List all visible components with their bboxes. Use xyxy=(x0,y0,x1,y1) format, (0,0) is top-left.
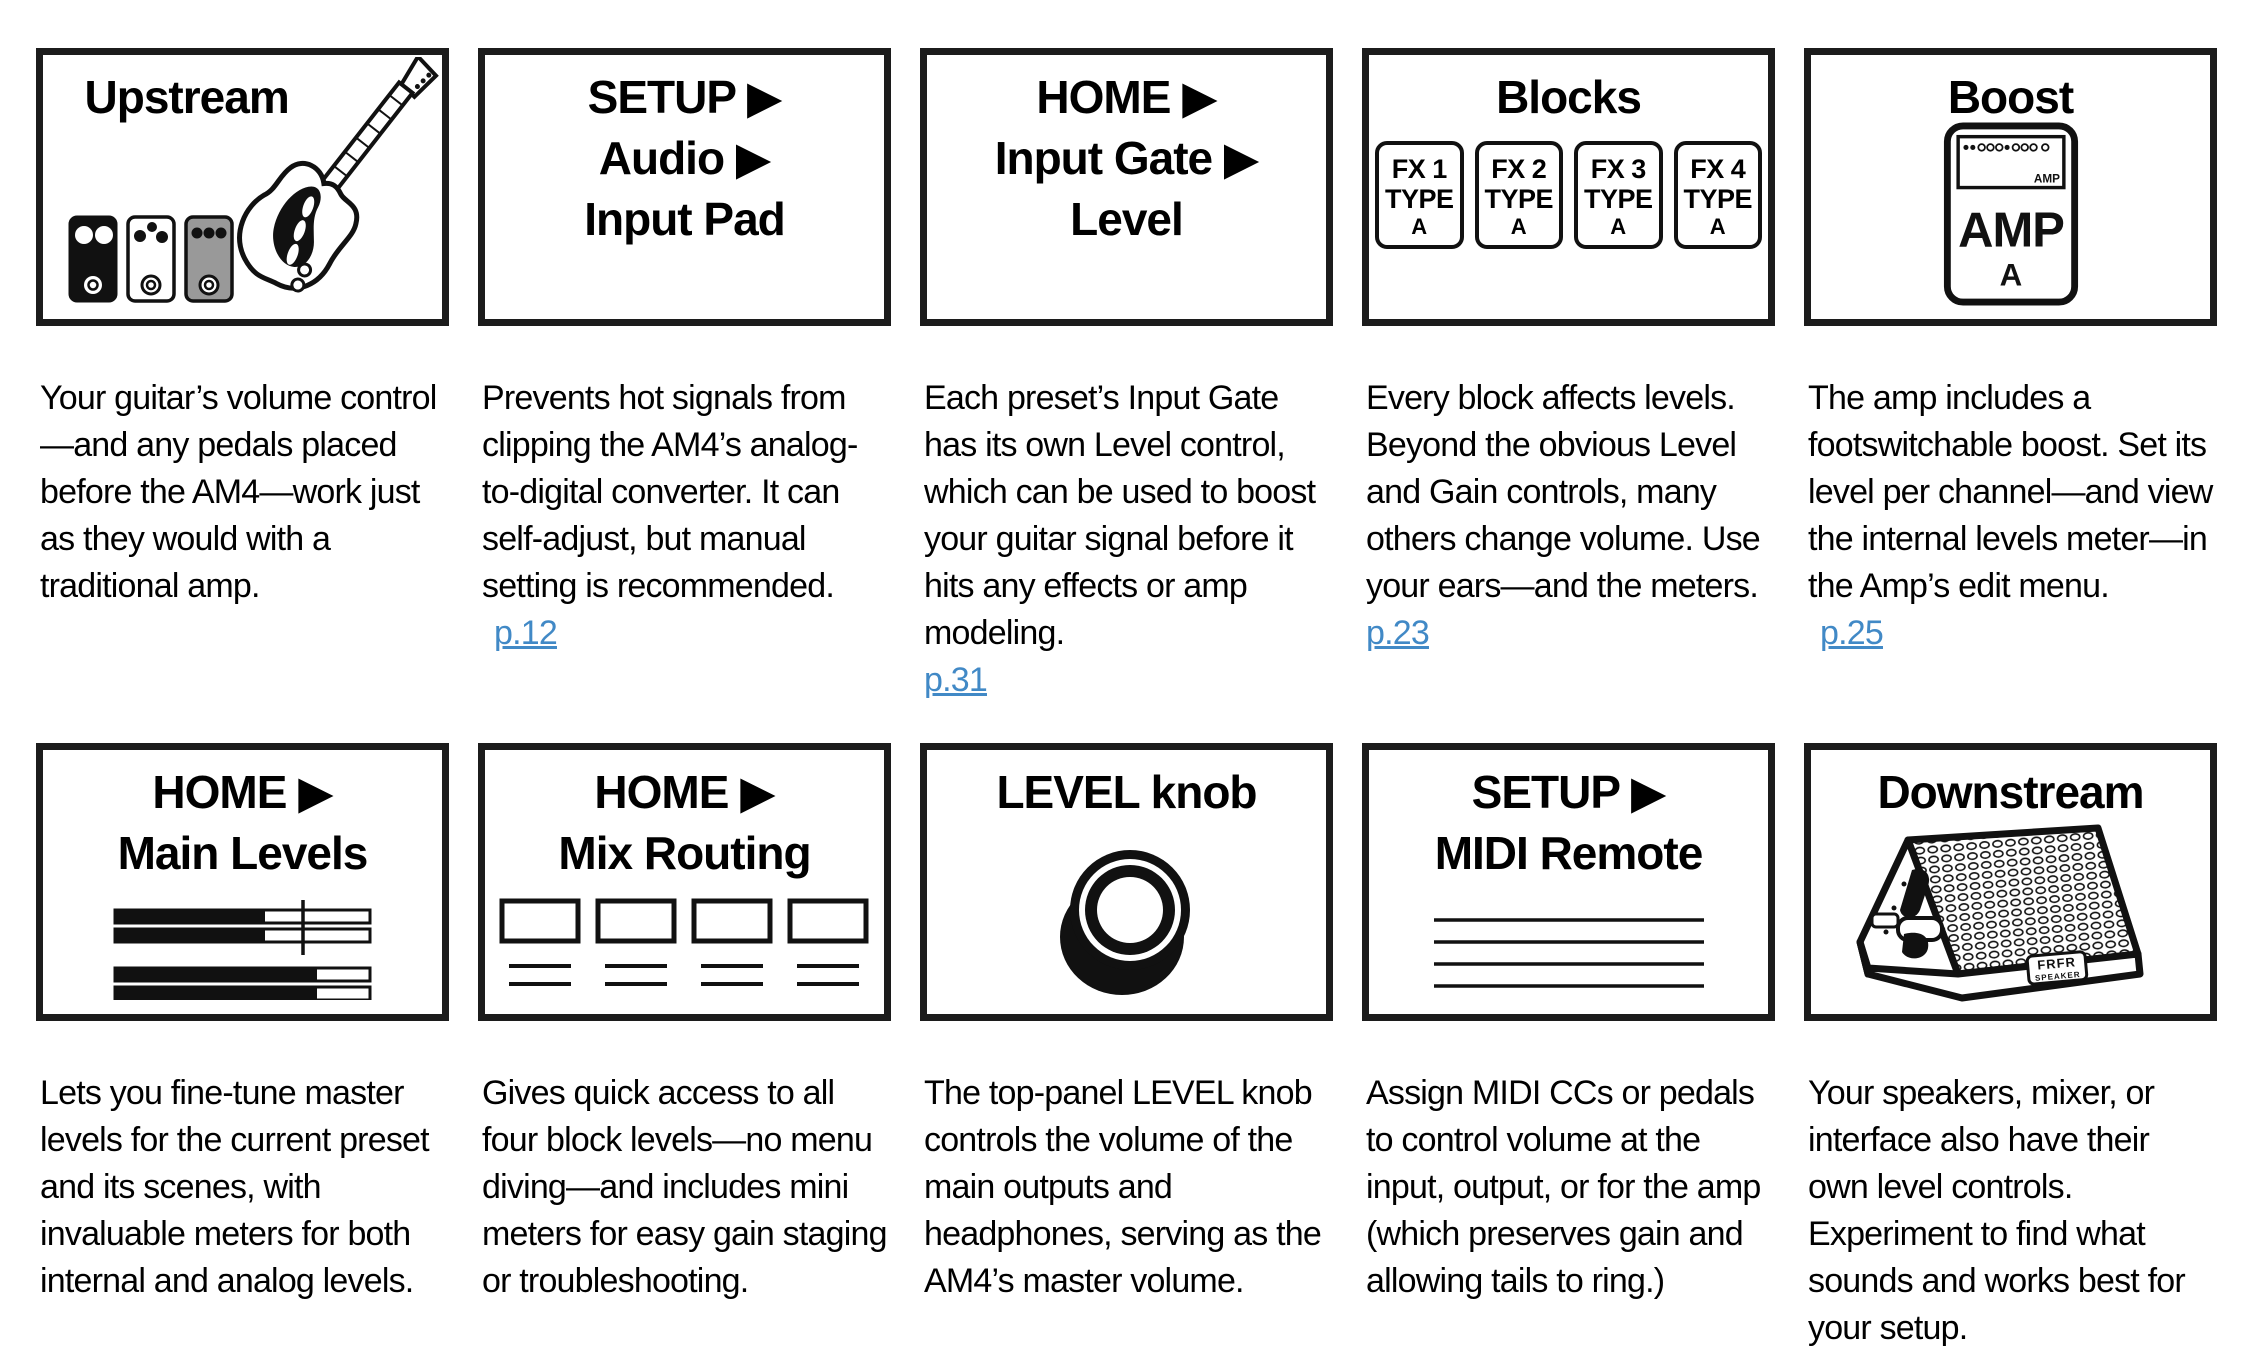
title-line: HOME ▶ xyxy=(152,766,333,818)
amp-icon: AMP AMP A xyxy=(1943,122,2078,306)
card-box: Downstream xyxy=(1804,743,2217,1021)
speaker-label-line2: SPEAKER xyxy=(2034,970,2080,983)
card-title: HOME ▶ Main Levels xyxy=(43,750,442,884)
card-title: SETUP ▶ MIDI Remote xyxy=(1369,750,1768,884)
card-box: HOME ▶ Input Gate ▶ Level xyxy=(920,48,1333,326)
knob-icon xyxy=(1059,850,1190,995)
card-description: The amp includes a footswitchable boost.… xyxy=(1808,379,2213,605)
page-link-p23[interactable]: p.23 xyxy=(1366,614,1430,652)
fx1-block: FX 1 TYPE A xyxy=(1375,141,1464,249)
card-box: Boost AMP AMP A xyxy=(1804,48,2217,326)
title-line: Mix Routing xyxy=(558,827,811,879)
card-downstream: Downstream xyxy=(1804,743,2217,1352)
title-line: SETUP ▶ xyxy=(1471,766,1667,818)
amp-channel-label: A xyxy=(1999,257,2022,292)
card-home-input-gate-level: HOME ▶ Input Gate ▶ Level Each preset’s … xyxy=(920,48,1333,743)
level-meters-icon xyxy=(113,900,371,1000)
fx4-block: FX 4 TYPE A xyxy=(1673,141,1762,249)
amp-big-label: AMP xyxy=(1958,203,2064,257)
fx2-block: FX 2 TYPE A xyxy=(1474,141,1563,249)
title-line: Input Pad xyxy=(584,193,786,245)
card-boost: Boost AMP AMP A xyxy=(1804,48,2217,743)
amp-panel-label: AMP xyxy=(2033,173,2059,186)
title-line: SETUP ▶ xyxy=(587,71,783,123)
page-link-p12[interactable]: p.12 xyxy=(494,614,558,652)
card-description: Assign MIDI CCs or pedals to control vol… xyxy=(1366,1074,1761,1300)
fx3-block: FX 3 TYPE A xyxy=(1574,141,1663,249)
card-upstream: Upstream xyxy=(36,48,449,743)
card-box: HOME ▶ Main Levels xyxy=(36,743,449,1021)
card-title: Blocks xyxy=(1369,55,1768,128)
card-box: HOME ▶ Mix Routing xyxy=(478,743,891,1021)
card-box: SETUP ▶ MIDI Remote xyxy=(1362,743,1775,1021)
fx-blocks-row: FX 1 TYPE A FX 2 TYPE A FX 3 TYPE A FX 4… xyxy=(1375,141,1762,249)
card-description: Every block affects levels. Beyond the o… xyxy=(1366,379,1761,605)
card-level-knob: LEVEL knob The top-panel LEVEL knob cont… xyxy=(920,743,1333,1352)
mix-routing-icon xyxy=(499,898,868,986)
card-setup-midi-remote: SETUP ▶ MIDI Remote Assign MIDI CCs or p… xyxy=(1362,743,1775,1352)
title-line: Boost xyxy=(1947,71,2074,123)
title-line: Level xyxy=(1070,193,1184,245)
card-description: Lets you fine-tune master levels for the… xyxy=(40,1074,430,1300)
title-line: Audio ▶ xyxy=(598,132,771,184)
page-link-p25[interactable]: p.25 xyxy=(1820,614,1884,652)
card-title: SETUP ▶ Audio ▶ Input Pad xyxy=(485,55,884,250)
title-line: HOME ▶ xyxy=(594,766,775,818)
card-description: Your speakers, mixer, or interface also … xyxy=(1808,1074,2186,1347)
card-description: Prevents hot signals from clipping the A… xyxy=(482,379,858,605)
card-description: The top-panel LEVEL knob controls the vo… xyxy=(924,1074,1322,1300)
card-title: HOME ▶ Input Gate ▶ Level xyxy=(927,55,1326,250)
card-setup-audio-input-pad: SETUP ▶ Audio ▶ Input Pad Prevents hot s… xyxy=(478,48,891,743)
card-title: Downstream xyxy=(1811,750,2210,823)
card-box: Blocks FX 1 TYPE A FX 2 TYPE A FX 3 TYPE… xyxy=(1362,48,1775,326)
speaker-label-line1: FRFR xyxy=(2036,954,2076,972)
title-line: LEVEL knob xyxy=(996,766,1257,818)
card-home-mix-routing: HOME ▶ Mix Routing xyxy=(478,743,891,1352)
guitar-icon xyxy=(237,57,439,293)
card-title: Boost xyxy=(1811,55,2210,128)
title-line: HOME ▶ xyxy=(1036,71,1217,123)
title-line: Main Levels xyxy=(117,827,369,879)
card-title: HOME ▶ Mix Routing xyxy=(485,750,884,884)
frfr-speaker-icon: FRFR SPEAKER xyxy=(1856,824,2143,1002)
card-box: SETUP ▶ Audio ▶ Input Pad xyxy=(478,48,891,326)
card-blocks: Blocks FX 1 TYPE A FX 2 TYPE A FX 3 TYPE… xyxy=(1362,48,1775,743)
page-link-p31[interactable]: p.31 xyxy=(924,661,988,699)
card-upstream-box: Upstream xyxy=(36,48,449,326)
card-title-upstream: Upstream xyxy=(43,55,330,128)
card-home-main-levels: HOME ▶ Main Levels Lets you fine-tune ma… xyxy=(36,743,449,1352)
title-line: Downstream xyxy=(1877,766,2144,818)
card-title: LEVEL knob xyxy=(927,750,1326,823)
card-description: Your guitar’s volume control—and any ped… xyxy=(40,379,437,605)
pedals-icon xyxy=(68,215,234,303)
title-line: Upstream xyxy=(84,71,290,123)
card-description: Each preset’s Input Gate has its own Lev… xyxy=(924,379,1316,652)
midi-list-icon xyxy=(1433,918,1704,988)
card-box: LEVEL knob xyxy=(920,743,1333,1021)
card-description: Gives quick access to all four block lev… xyxy=(482,1074,888,1300)
title-line: MIDI Remote xyxy=(1434,827,1704,879)
title-line: Blocks xyxy=(1496,71,1642,123)
title-line: Input Gate ▶ xyxy=(994,132,1260,184)
